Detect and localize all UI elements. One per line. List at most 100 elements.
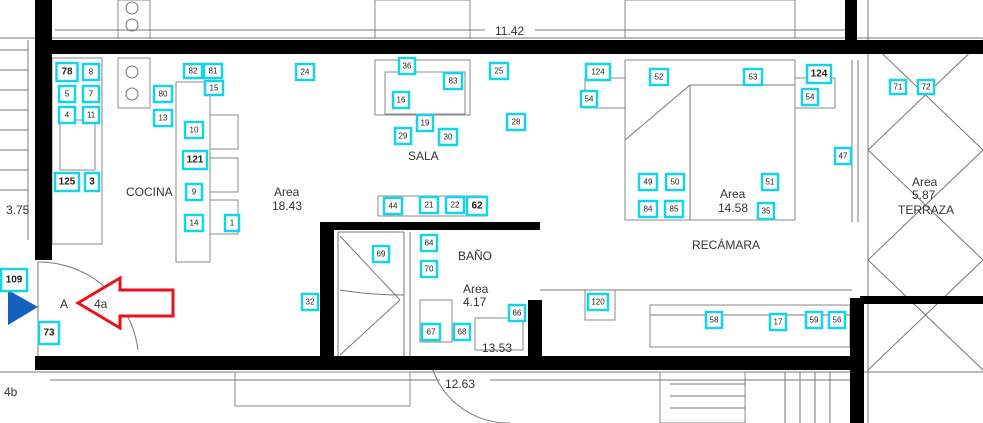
tag-box xyxy=(57,105,77,125)
tag-5: 5 xyxy=(57,84,77,104)
tag-label: 85 xyxy=(670,205,679,214)
tag-label: 54 xyxy=(585,95,594,104)
tag-68: 68 xyxy=(452,322,472,342)
tag-box xyxy=(57,84,77,104)
tag-label: 14 xyxy=(190,219,199,228)
tag-box xyxy=(579,89,599,109)
tag-9: 9 xyxy=(184,182,204,202)
tag-label: 49 xyxy=(644,178,653,187)
tag-28: 28 xyxy=(505,112,527,132)
tag-label: 24 xyxy=(301,68,310,77)
tag-label: 109 xyxy=(6,275,23,286)
dimension-left: 3.75 xyxy=(6,203,30,217)
tag-label: 69 xyxy=(377,250,386,259)
tag-box xyxy=(81,62,101,82)
area-label-recamara: Area xyxy=(720,187,746,201)
area-label-bano: Area xyxy=(463,282,489,296)
tag-label: 80 xyxy=(159,90,168,99)
dimension-bano-bottom: 13.53 xyxy=(482,341,512,355)
tag-120: 120 xyxy=(586,292,610,312)
tag-69: 69 xyxy=(371,244,391,264)
tag-1: 1 xyxy=(223,213,241,233)
tag-30: 30 xyxy=(437,127,459,147)
tag-54: 54 xyxy=(579,89,599,109)
tag-label: 8 xyxy=(89,68,94,77)
room-label-cocina: COCINA xyxy=(126,185,173,199)
tag-box xyxy=(833,146,853,166)
tag-label: 19 xyxy=(421,119,430,128)
tag-label: 78 xyxy=(61,67,73,78)
tag-box xyxy=(184,182,204,202)
tag-box xyxy=(393,126,413,146)
tag-box xyxy=(648,67,670,87)
tag-box xyxy=(437,127,459,147)
tag-box xyxy=(664,172,686,192)
tag-label: 3 xyxy=(89,177,95,188)
tag-box xyxy=(81,84,101,104)
area-label-terraza: Area xyxy=(912,175,938,189)
tag-box xyxy=(182,62,204,80)
tag-box xyxy=(55,61,79,83)
tag-67: 67 xyxy=(420,322,442,342)
tag-32: 32 xyxy=(300,292,320,312)
tag-box xyxy=(805,63,833,85)
tag-53: 53 xyxy=(742,67,764,87)
tag-label: 124 xyxy=(591,68,605,77)
tag-label: 29 xyxy=(399,132,408,141)
tag-49: 49 xyxy=(637,172,659,192)
tag-124: 124 xyxy=(584,62,612,82)
tag-124: 124 xyxy=(805,63,833,85)
tag-3: 3 xyxy=(83,171,101,193)
tag-47: 47 xyxy=(833,146,853,166)
tag-box xyxy=(415,113,435,133)
tag-box xyxy=(452,322,472,342)
tag-label: 84 xyxy=(644,205,653,214)
dimension-corner: 4b xyxy=(4,385,18,399)
tag-21: 21 xyxy=(418,195,440,215)
tag-label: 44 xyxy=(389,202,398,211)
tag-83: 83 xyxy=(442,71,464,91)
tag-72: 72 xyxy=(916,78,936,96)
tag-15: 15 xyxy=(203,79,225,97)
tag-box xyxy=(827,310,847,330)
tag-14: 14 xyxy=(183,213,205,233)
tag-10: 10 xyxy=(183,120,205,140)
tag-label: 9 xyxy=(192,188,197,197)
tag-58: 58 xyxy=(704,310,724,330)
tag-label: 70 xyxy=(425,265,434,274)
tag-label: 125 xyxy=(59,177,76,188)
reference-a: A xyxy=(60,297,68,311)
tag-109: 109 xyxy=(0,267,29,293)
tag-box xyxy=(584,62,612,82)
tag-59: 59 xyxy=(804,310,824,330)
tag-label: 66 xyxy=(513,309,522,318)
tag-box xyxy=(418,195,440,215)
tag-box xyxy=(419,233,439,253)
tag-label: 28 xyxy=(512,118,521,127)
tag-label: 1 xyxy=(230,219,235,228)
tag-box xyxy=(756,201,776,221)
tag-label: 50 xyxy=(671,178,680,187)
room-label-terraza: TERRAZA xyxy=(898,203,954,217)
tag-box xyxy=(916,78,936,96)
tag-box xyxy=(397,56,417,76)
tag-8: 8 xyxy=(81,62,101,82)
tag-label: 71 xyxy=(894,83,903,92)
tag-box xyxy=(586,292,610,312)
tag-52: 52 xyxy=(648,67,670,87)
tag-4: 4 xyxy=(57,105,77,125)
tag-box xyxy=(53,171,81,193)
tag-label: 72 xyxy=(922,83,931,92)
entry-marker-icon xyxy=(8,290,38,325)
tag-label: 15 xyxy=(210,84,219,93)
tag-label: 73 xyxy=(43,328,55,339)
tag-64: 64 xyxy=(419,233,439,253)
dimension-top: 11.42 xyxy=(495,24,524,38)
tag-label: 21 xyxy=(425,201,434,210)
tag-box xyxy=(83,171,101,193)
room-label-bano: BAÑO xyxy=(458,249,492,263)
tag-box xyxy=(37,320,61,346)
tag-box xyxy=(507,303,527,323)
